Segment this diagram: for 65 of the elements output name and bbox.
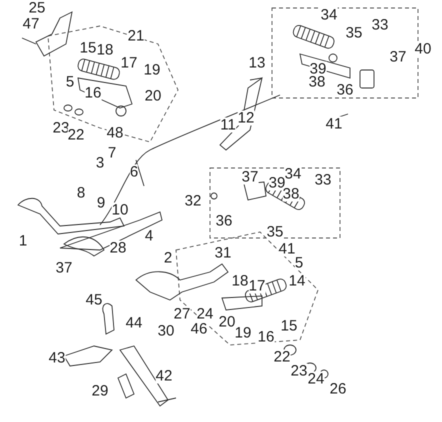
callout-number: 31 (214, 246, 232, 260)
callout-number: 19 (144, 62, 160, 78)
callout-number: 41 (326, 116, 342, 132)
callout-number: 8 (76, 186, 86, 200)
callout-number: 26 (330, 382, 346, 396)
callout-number: 12 (238, 110, 254, 126)
callout-number: 46 (190, 322, 208, 336)
callout-number: 24 (308, 372, 324, 386)
callout-number: 19 (234, 326, 252, 340)
callout-number: 23 (52, 120, 70, 136)
callout-number: 43 (48, 350, 66, 366)
callout-number: 41 (278, 242, 296, 256)
callout-number: 16 (258, 330, 274, 344)
callout-number: 13 (248, 56, 266, 70)
callout-number: 5 (294, 256, 304, 270)
callout-number: 30 (158, 324, 174, 338)
callout-number: 32 (184, 194, 202, 208)
callout-number: 25 (28, 0, 46, 16)
callout-number: 27 (174, 306, 190, 322)
callout-number: 28 (110, 240, 126, 256)
callout-number: 36 (336, 82, 354, 98)
callout-number: 18 (96, 42, 114, 58)
callout-number: 17 (248, 278, 266, 294)
callout-number: 38 (282, 186, 300, 202)
callout-number: 22 (68, 128, 84, 142)
callout-number: 2 (164, 250, 172, 266)
callout-number: 20 (144, 88, 162, 104)
callout-number: 33 (314, 172, 332, 188)
callout-number: 10 (112, 202, 128, 218)
callout-number: 34 (320, 8, 338, 22)
callout-number: 29 (92, 384, 108, 398)
callout-number: 35 (346, 26, 362, 40)
callout-number: 21 (128, 28, 144, 44)
callout-number: 3 (96, 156, 104, 170)
callout-number: 23 (290, 364, 308, 378)
callout-number: 9 (96, 196, 106, 210)
callout-number: 14 (288, 274, 306, 288)
callout-number: 24 (196, 306, 214, 322)
callout-number: 5 (66, 74, 74, 90)
callout-number: 16 (84, 86, 102, 100)
callout-number: 48 (106, 126, 124, 140)
callout-number: 47 (22, 16, 40, 32)
callout-number: 1 (18, 234, 28, 248)
callout-number: 37 (390, 50, 406, 64)
callout-number: 45 (86, 292, 102, 308)
callout-number: 44 (126, 316, 142, 330)
callout-number: 38 (308, 74, 326, 90)
callout-number: 40 (414, 42, 432, 56)
callout-number: 36 (216, 214, 232, 228)
callout-number: 11 (220, 118, 236, 132)
callout-number: 33 (372, 18, 388, 32)
callout-number: 15 (280, 318, 298, 334)
callout-number: 35 (266, 224, 284, 240)
callout-number: 18 (232, 274, 248, 288)
callout-number: 37 (56, 260, 72, 276)
callout-number: 42 (156, 368, 172, 384)
callout-number: 7 (108, 146, 116, 160)
callout-number: 34 (284, 166, 302, 182)
callout-number: 15 (80, 40, 96, 56)
callout-number: 37 (242, 170, 258, 184)
callout-number: 20 (218, 314, 236, 330)
callout-number: 6 (130, 164, 138, 180)
callout-number: 17 (120, 56, 138, 70)
callout-number: 22 (274, 350, 290, 364)
callout-number: 4 (144, 228, 154, 244)
